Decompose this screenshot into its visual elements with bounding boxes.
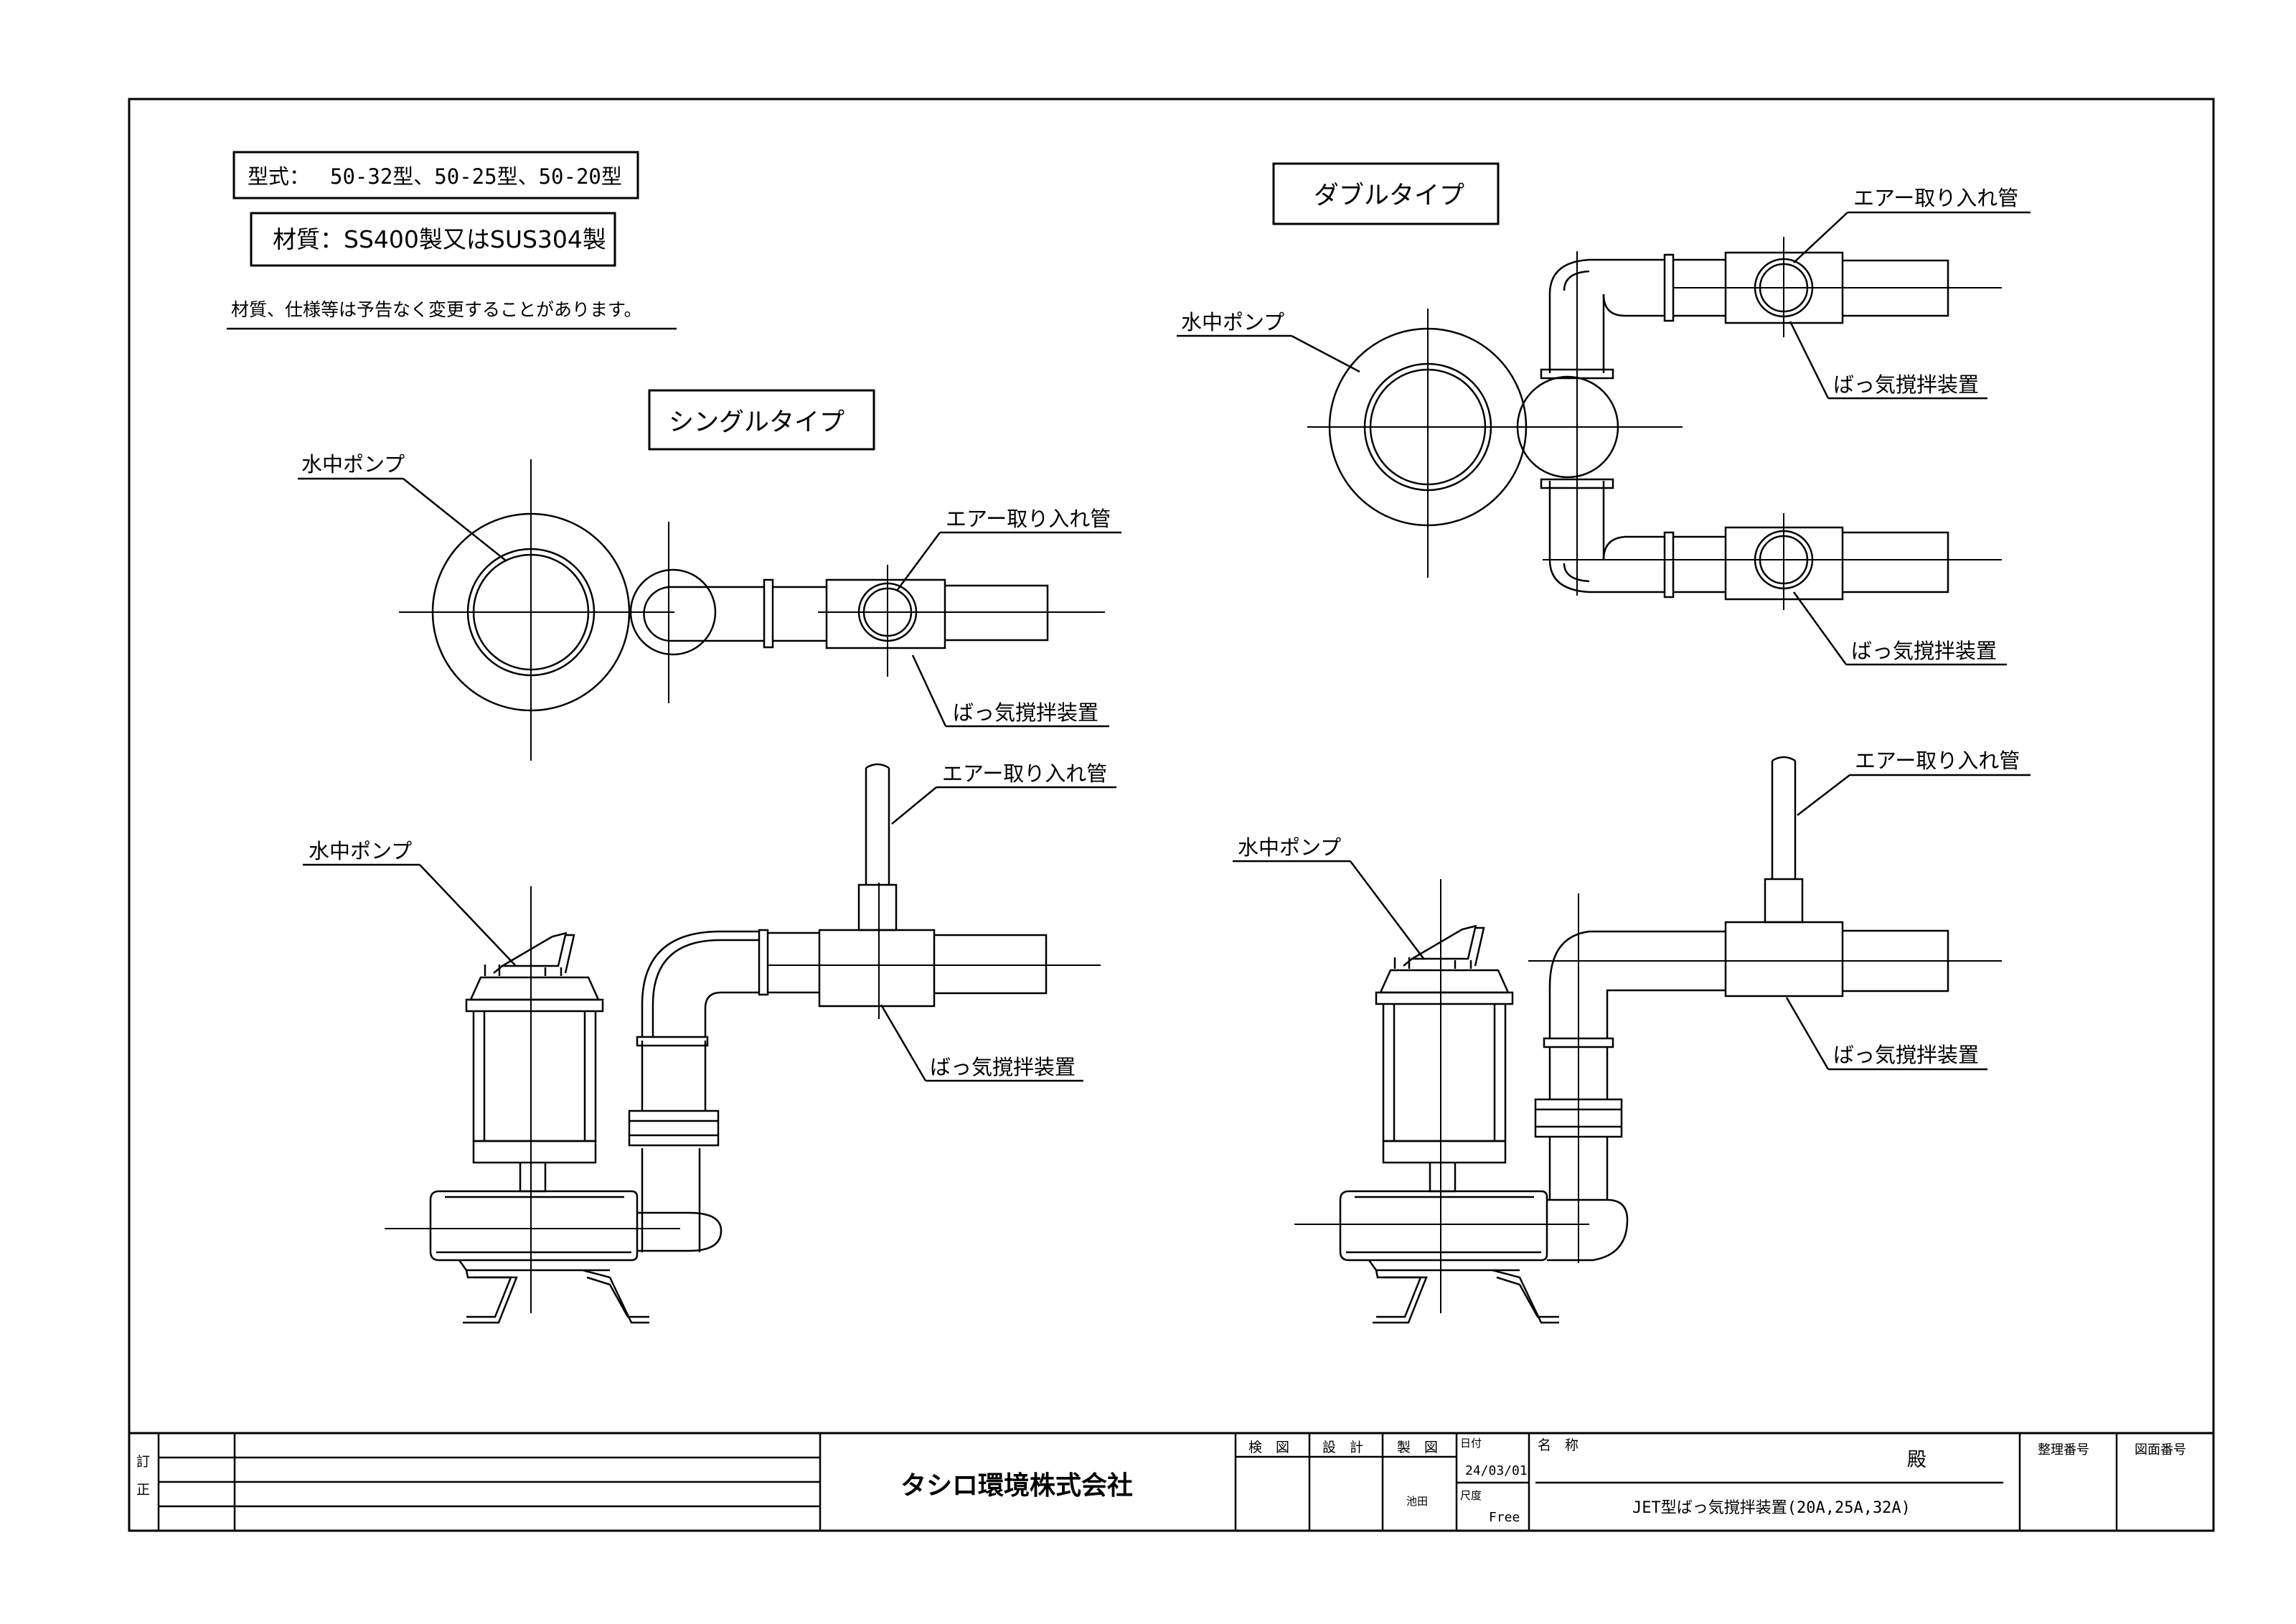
single-type-title: シングルタイプ: [669, 408, 844, 437]
single-type-title-box: [648, 389, 875, 451]
date-label: 日付: [1460, 1437, 1482, 1450]
single-side-device-body: [818, 929, 936, 1008]
double-side-labels: 水中ポンプ エアー取り入れ管 ばっ気撹拌装置: [1233, 748, 2031, 1071]
drawing-number-label: 図面番号: [2135, 1442, 2186, 1458]
name-label: 名 称: [1538, 1437, 1578, 1453]
double-top-labels: 水中ポンプ エアー取り入れ管 ばっ気撹拌装置 ばっ気撹拌装置: [1177, 186, 2031, 666]
scale-label: 尺度: [1460, 1489, 1482, 1502]
scale-value: Free: [1489, 1510, 1520, 1525]
draft-label: 製 図: [1397, 1440, 1438, 1455]
double-side-view: [1294, 756, 2002, 1324]
single-top-air-label: エアー取り入れ管: [946, 507, 1111, 531]
double-top-device-upper-label: ばっ気撹拌装置: [1833, 372, 1979, 397]
date-value: 24/03/01: [1465, 1463, 1528, 1478]
double-side-air-label: エアー取り入れ管: [1855, 748, 2020, 773]
drafter-name: 池田: [1406, 1495, 1428, 1508]
material-text: 材質：SS400製又はSUS304製: [273, 225, 606, 253]
reference-number-label: 整理番号: [2038, 1442, 2089, 1458]
single-top-labels: 水中ポンプ エアー取り入れ管 ばっ気撹拌装置: [298, 452, 1121, 728]
double-top-air-label: エアー取り入れ管: [1853, 186, 2018, 210]
single-side-view: [385, 763, 1101, 1324]
title-block: [129, 1432, 2213, 1531]
single-side-device-label: ばっ気撹拌装置: [930, 1055, 1076, 1079]
double-side-pump-label: 水中ポンプ: [1238, 835, 1341, 860]
single-top-view: [399, 389, 1105, 761]
revision-char-1: 訂: [136, 1454, 150, 1470]
product-name: JET型ばっ気撹拌装置(20A,25A,32A): [1632, 1499, 1911, 1517]
single-side-air-label: エアー取り入れ管: [942, 761, 1107, 786]
material-box: [250, 212, 616, 267]
check-label: 検 図: [1248, 1440, 1289, 1455]
single-device-body: [825, 578, 946, 649]
model-label: 型式：: [248, 164, 310, 189]
double-type-title: ダブルタイプ: [1314, 182, 1464, 210]
notice-text: 材質、仕様等は予告なく変更することがあります。: [231, 299, 642, 320]
company-name: タシロ環境株式会社: [900, 1471, 1133, 1501]
revision-char-2: 正: [136, 1482, 150, 1498]
double-side-device-label: ばっ気撹拌装置: [1833, 1043, 1979, 1067]
model-box: [232, 151, 639, 200]
model-value: 50-32型、50-25型、50-20型: [330, 164, 622, 189]
single-top-pump-label: 水中ポンプ: [301, 452, 405, 477]
design-label: 設 計: [1322, 1440, 1363, 1455]
spec-header: 型式： 50-32型、50-25型、50-20型 材質：SS400製又はSUS3…: [227, 151, 677, 330]
sheet-border: [128, 98, 2215, 1532]
honorific: 殿: [1907, 1449, 1926, 1471]
double-top-view: [1272, 162, 2002, 610]
double-type-title-box: [1272, 162, 1500, 225]
single-side-pump-label: 水中ポンプ: [309, 839, 412, 863]
single-top-device-label: ばっ気撹拌装置: [953, 700, 1098, 725]
double-side-device-body: [1724, 921, 1844, 998]
double-top-device-lower-label: ばっ気撹拌装置: [1851, 639, 1997, 663]
title-block-text: 訂 正 タシロ環境株式会社 検 図 設 計 製 図 池田 日付 24/03/01…: [136, 1437, 2186, 1525]
double-top-pump-label: 水中ポンプ: [1181, 310, 1284, 334]
single-side-labels: 水中ポンプ エアー取り入れ管 ばっ気撹拌装置: [303, 761, 1116, 1082]
